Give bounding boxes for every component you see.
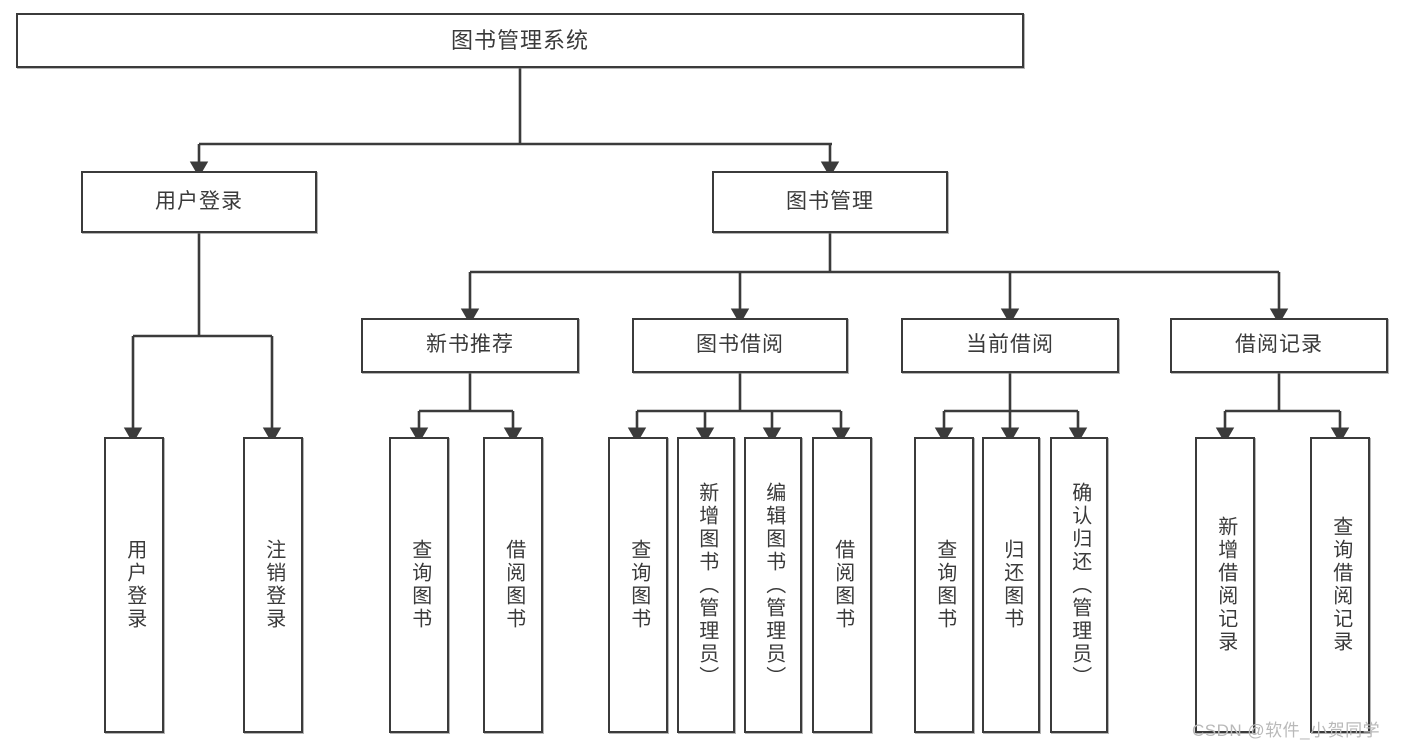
- node-label-l_addbook: 新增图书（管理员）: [695, 481, 718, 689]
- node-l_logout[interactable]: 注销登录: [243, 437, 303, 733]
- node-l_query1[interactable]: 查询图书: [389, 437, 449, 733]
- node-label-current: 当前借阅: [966, 333, 1054, 357]
- node-label-l_borrow1: 借阅图书: [502, 539, 525, 631]
- node-l_queryrec[interactable]: 查询借阅记录: [1310, 437, 1370, 733]
- node-label-records: 借阅记录: [1235, 333, 1323, 357]
- node-label-l_logout: 注销登录: [262, 539, 285, 631]
- node-label-l_editbook: 编辑图书（管理员）: [762, 481, 785, 689]
- node-label-borrow: 图书借阅: [696, 333, 784, 357]
- node-label-l_addrec: 新增借阅记录: [1214, 516, 1237, 654]
- node-label-l_borrow2: 借阅图书: [831, 539, 854, 631]
- node-borrow[interactable]: 图书借阅: [632, 318, 848, 373]
- node-l_login[interactable]: 用户登录: [104, 437, 164, 733]
- node-bookmgmt[interactable]: 图书管理: [712, 171, 948, 233]
- node-label-login: 用户登录: [155, 189, 243, 213]
- node-label-l_query3: 查询图书: [933, 539, 956, 631]
- node-label-newbook: 新书推荐: [426, 333, 514, 357]
- node-l_query3[interactable]: 查询图书: [914, 437, 974, 733]
- node-login[interactable]: 用户登录: [81, 171, 317, 233]
- node-label-l_login: 用户登录: [123, 539, 146, 631]
- node-l_addrec[interactable]: 新增借阅记录: [1195, 437, 1255, 733]
- node-current[interactable]: 当前借阅: [901, 318, 1119, 373]
- node-label-bookmgmt: 图书管理: [786, 189, 874, 213]
- node-label-l_query1: 查询图书: [408, 539, 431, 631]
- node-l_addbook[interactable]: 新增图书（管理员）: [677, 437, 735, 733]
- node-label-l_return: 归还图书: [1000, 539, 1023, 631]
- node-label-l_query2: 查询图书: [627, 539, 650, 631]
- node-label-l_confirm: 确认归还（管理员）: [1068, 481, 1091, 689]
- node-l_borrow1[interactable]: 借阅图书: [483, 437, 543, 733]
- node-records[interactable]: 借阅记录: [1170, 318, 1388, 373]
- node-label-root: 图书管理系统: [450, 27, 589, 53]
- node-l_query2[interactable]: 查询图书: [608, 437, 668, 733]
- node-root[interactable]: 图书管理系统: [16, 13, 1024, 68]
- node-label-l_queryrec: 查询借阅记录: [1329, 516, 1352, 654]
- node-newbook[interactable]: 新书推荐: [361, 318, 579, 373]
- node-l_confirm[interactable]: 确认归还（管理员）: [1050, 437, 1108, 733]
- node-l_editbook[interactable]: 编辑图书（管理员）: [744, 437, 802, 733]
- node-l_return[interactable]: 归还图书: [982, 437, 1040, 733]
- edge-group: [123, 68, 1350, 444]
- node-l_borrow2[interactable]: 借阅图书: [812, 437, 872, 733]
